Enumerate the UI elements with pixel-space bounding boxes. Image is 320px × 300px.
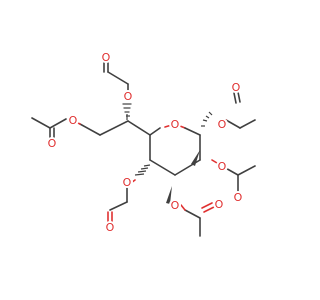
side-chain-oxygen-atom: O [67,114,79,127]
side-chain-oxygen-atom: O [122,90,134,103]
stereo-wedge-bonds [166,150,200,204]
svg-text:O: O [215,198,224,211]
stereo-hash-bonds [122,103,213,176]
svg-text:O: O [106,221,115,234]
carbonyl-oxygen-atom: O [213,198,225,211]
single-bonds [31,71,256,237]
svg-text:O: O [69,114,78,127]
svg-text:O: O [171,199,180,212]
ester-oxygen-atom: O [121,176,133,189]
svg-text:O: O [218,160,227,173]
svg-text:O: O [232,81,241,94]
svg-text:O: O [171,118,180,131]
svg-text:O: O [124,90,133,103]
svg-text:O: O [218,118,227,131]
ester-oxygen-atom: O [169,199,181,212]
ester-oxygen-atom: O [216,160,228,173]
carbonyl-oxygen-atom: O [230,81,242,94]
molecule-structure: O O O O O O O O O O O O O [31,51,256,237]
svg-text:O: O [48,137,57,150]
carbonyl-oxygen-atom: O [100,51,112,64]
carbonyl-oxygen-atom: O [46,137,58,150]
ring-oxygen-atom: O [169,118,181,131]
svg-text:O: O [123,176,132,189]
carbonyl-oxygen-atom: O [104,221,116,234]
svg-text:O: O [102,51,111,64]
oxygen-atoms: O O O O O O O O O O O O O [46,51,244,234]
anomeric-oxygen-atom: O [216,118,228,131]
carbonyl-oxygen-atom: O [232,191,244,204]
svg-text:O: O [234,191,243,204]
double-bonds [49,61,241,223]
